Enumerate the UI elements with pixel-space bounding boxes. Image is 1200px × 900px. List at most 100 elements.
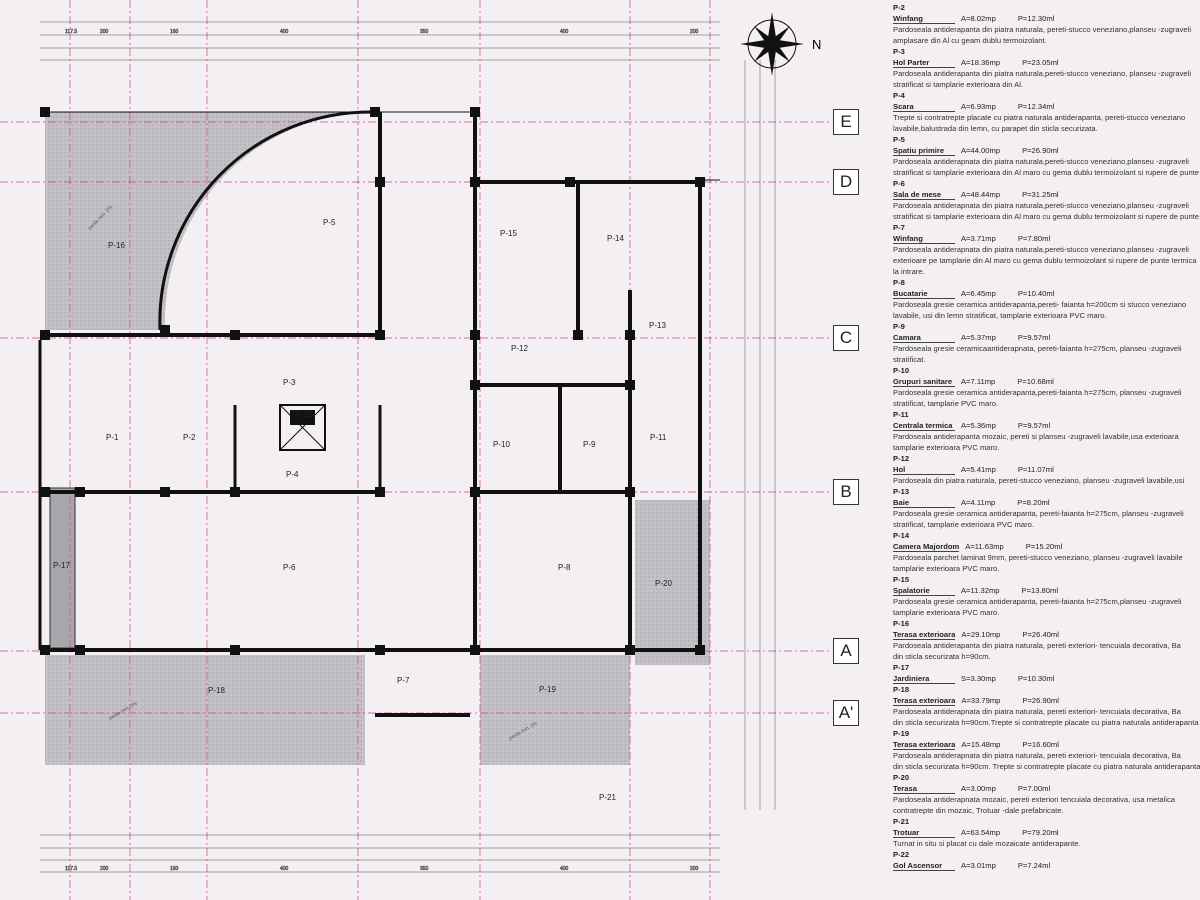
legend-room-name: Sala de mese — [893, 190, 955, 200]
column — [40, 330, 50, 340]
legend-description: amplasare din Al cu geam dublu termoizol… — [893, 36, 1047, 45]
column — [470, 107, 480, 117]
legend-description: Pardoseala antiderapnata din piatra natu… — [893, 245, 1189, 254]
dimension-label: 117.5 — [65, 29, 77, 35]
legend-area: A=3.00mp — [961, 784, 996, 793]
column — [625, 330, 635, 340]
legend-description: din sticla securizata h=90cm.Trepte si c… — [893, 718, 1199, 727]
legend-description: Trepte si contratrepte placate cu piatra… — [893, 113, 1186, 122]
legend-room-name: Trotuar — [893, 828, 955, 838]
column — [160, 487, 170, 497]
legend-area: A=15.48mp — [961, 740, 1001, 749]
legend-area: A=7.11mp — [961, 377, 996, 386]
room-label-p-21: P-21 — [599, 793, 616, 802]
column — [625, 380, 635, 390]
room-label-p-17: P-17 — [53, 561, 70, 570]
column — [375, 330, 385, 340]
planter-p17 — [49, 487, 76, 649]
terrace-p18 — [45, 655, 365, 765]
legend-area: A=18.36mp — [961, 58, 1001, 67]
column — [160, 325, 170, 335]
legend-perimeter: P=9.57ml — [1017, 421, 1051, 430]
legend-description: Pardoseala antiderapanta din piatra natu… — [893, 641, 1181, 650]
legend-description: Pardoseala gresie ceramica antiderapanta… — [893, 388, 1182, 397]
legend-description: din sticla securizata h=90cm. Trepte si … — [893, 762, 1200, 771]
legend-perimeter: P=7.00ml — [1017, 784, 1051, 793]
column — [695, 645, 705, 655]
room-label-p-11: P-11 — [650, 433, 667, 442]
axis-label: C — [833, 325, 859, 351]
axis-label: A' — [833, 700, 859, 726]
legend-description: Pardoseala antiderapnata din piatra natu… — [893, 751, 1181, 760]
dimension-label: 200 — [690, 29, 699, 35]
column — [470, 487, 480, 497]
legend-room-id: P-5 — [893, 135, 905, 144]
legend-perimeter: P=8.20ml — [1017, 498, 1050, 507]
legend-description: tamplarie exterioara PVC maro. — [893, 608, 1000, 617]
legend-room-name: Centrala termica — [893, 421, 955, 431]
column — [470, 330, 480, 340]
legend-description: la intrare. — [893, 267, 925, 276]
axis-label: B — [833, 479, 859, 505]
column — [40, 107, 50, 117]
column — [40, 487, 50, 497]
dimension-label: 400 — [280, 29, 289, 35]
legend-description: Pardoseala antiderapanta din piatra natu… — [893, 25, 1192, 34]
legend-description: din sticla securizata h=90cm. — [893, 652, 991, 661]
legend-room-name: Camera Majordom — [893, 542, 960, 552]
compass-north-label: N — [812, 37, 821, 52]
legend-description: Pardoseala antiderapnata din piatra natu… — [893, 201, 1189, 210]
legend-description: Pardoseala antiderapnata mozaic, pereti … — [893, 795, 1175, 804]
legend-room-name: Spatiu primire — [893, 146, 955, 156]
legend-area: S=3.30mp — [961, 674, 996, 683]
legend-room-id: P-7 — [893, 223, 905, 232]
room-label-p-4: P-4 — [286, 470, 299, 479]
legend-perimeter: P=10.40ml — [1017, 289, 1055, 298]
column — [625, 645, 635, 655]
legend-room-name: Terasa exterioara — [893, 630, 956, 640]
axis-label: A — [833, 638, 859, 664]
legend-room-name: Winfang — [893, 14, 955, 24]
room-label-p-20: P-20 — [655, 579, 672, 588]
legend-room-id: P-18 — [893, 685, 910, 694]
room-label-p-6: P-6 — [283, 563, 296, 572]
legend-room-name: Winfang — [893, 234, 955, 244]
column — [470, 380, 480, 390]
room-label-p-2: P-2 — [183, 433, 196, 442]
legend-description: Pardoseala gresie ceramica antiderapanta… — [893, 509, 1184, 518]
legend-description: Turnat in situ si placat cu dale mozaica… — [893, 839, 1081, 848]
legend-description: tamplarie exterioara PVC maro. — [893, 564, 1000, 573]
legend-description: Pardoseala gresie ceramica antiderapanta… — [893, 597, 1182, 606]
legend-room-id: P-3 — [893, 47, 905, 56]
room-label-p-12: P-12 — [511, 344, 528, 353]
legend-perimeter: P=31.25ml — [1022, 190, 1059, 199]
terrace-p19 — [480, 655, 630, 765]
room-label-p-1: P-1 — [106, 433, 119, 442]
legend-perimeter: P=26.90ml — [1022, 696, 1059, 705]
room-label-p-14: P-14 — [607, 234, 624, 243]
dimension-label: 400 — [280, 866, 289, 872]
column — [573, 330, 583, 340]
legend-description: Pardoseala parchet laminat 9mm, pereti-s… — [893, 553, 1183, 562]
dimension-label: 200 — [690, 866, 699, 872]
legend-room-id: P-6 — [893, 179, 905, 188]
legend-perimeter: P=26.40ml — [1022, 630, 1059, 639]
legend-room-id: P-11 — [893, 410, 909, 419]
legend-perimeter: P=12.30ml — [1017, 14, 1055, 23]
legend-area: A=29.10mp — [961, 630, 1001, 639]
dimension-label: 160 — [170, 866, 179, 872]
legend-room-id: P-22 — [893, 850, 910, 859]
legend-perimeter: P=11.07ml — [1017, 465, 1054, 474]
